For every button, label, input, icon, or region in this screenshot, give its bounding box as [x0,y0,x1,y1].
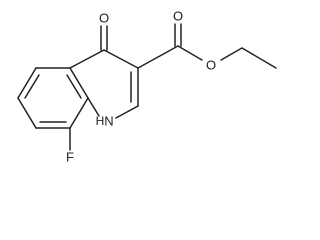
bond-c8a-c4a [69,67,89,99]
bond-n1-c8a [87,97,100,117]
bond-ch2-ch3 [241,47,277,69]
bond-ccarbonyl-oester [177,45,203,61]
ester-oxygen-label: O [206,57,216,72]
ring-nitrogen-label: N [104,113,113,128]
bond-c5-c6 [17,67,37,99]
atom-labels: O O O F H N [66,8,216,164]
bond-c4-c3 [103,49,139,69]
bonds [17,23,277,151]
structure-diagram: O O O F H N [17,8,277,164]
bond-c5-c6-inner [24,74,40,99]
bond-c2-n1 [115,105,139,119]
ring-nitrogen-hydrogen-label: H [96,114,105,128]
bond-oester-ch2 [220,47,243,61]
carbonyl-oxygen-label: O [173,8,183,23]
bond-c8-c8a [69,97,89,129]
bond-c3-ccarbonyl [137,45,179,69]
bond-c6-c7 [17,97,37,129]
bond-c4a-c4 [69,49,105,69]
bond-c8a-c4a-inner [66,74,82,99]
oxo-oxygen-label: O [99,10,109,25]
fluorine-label: F [66,149,74,164]
